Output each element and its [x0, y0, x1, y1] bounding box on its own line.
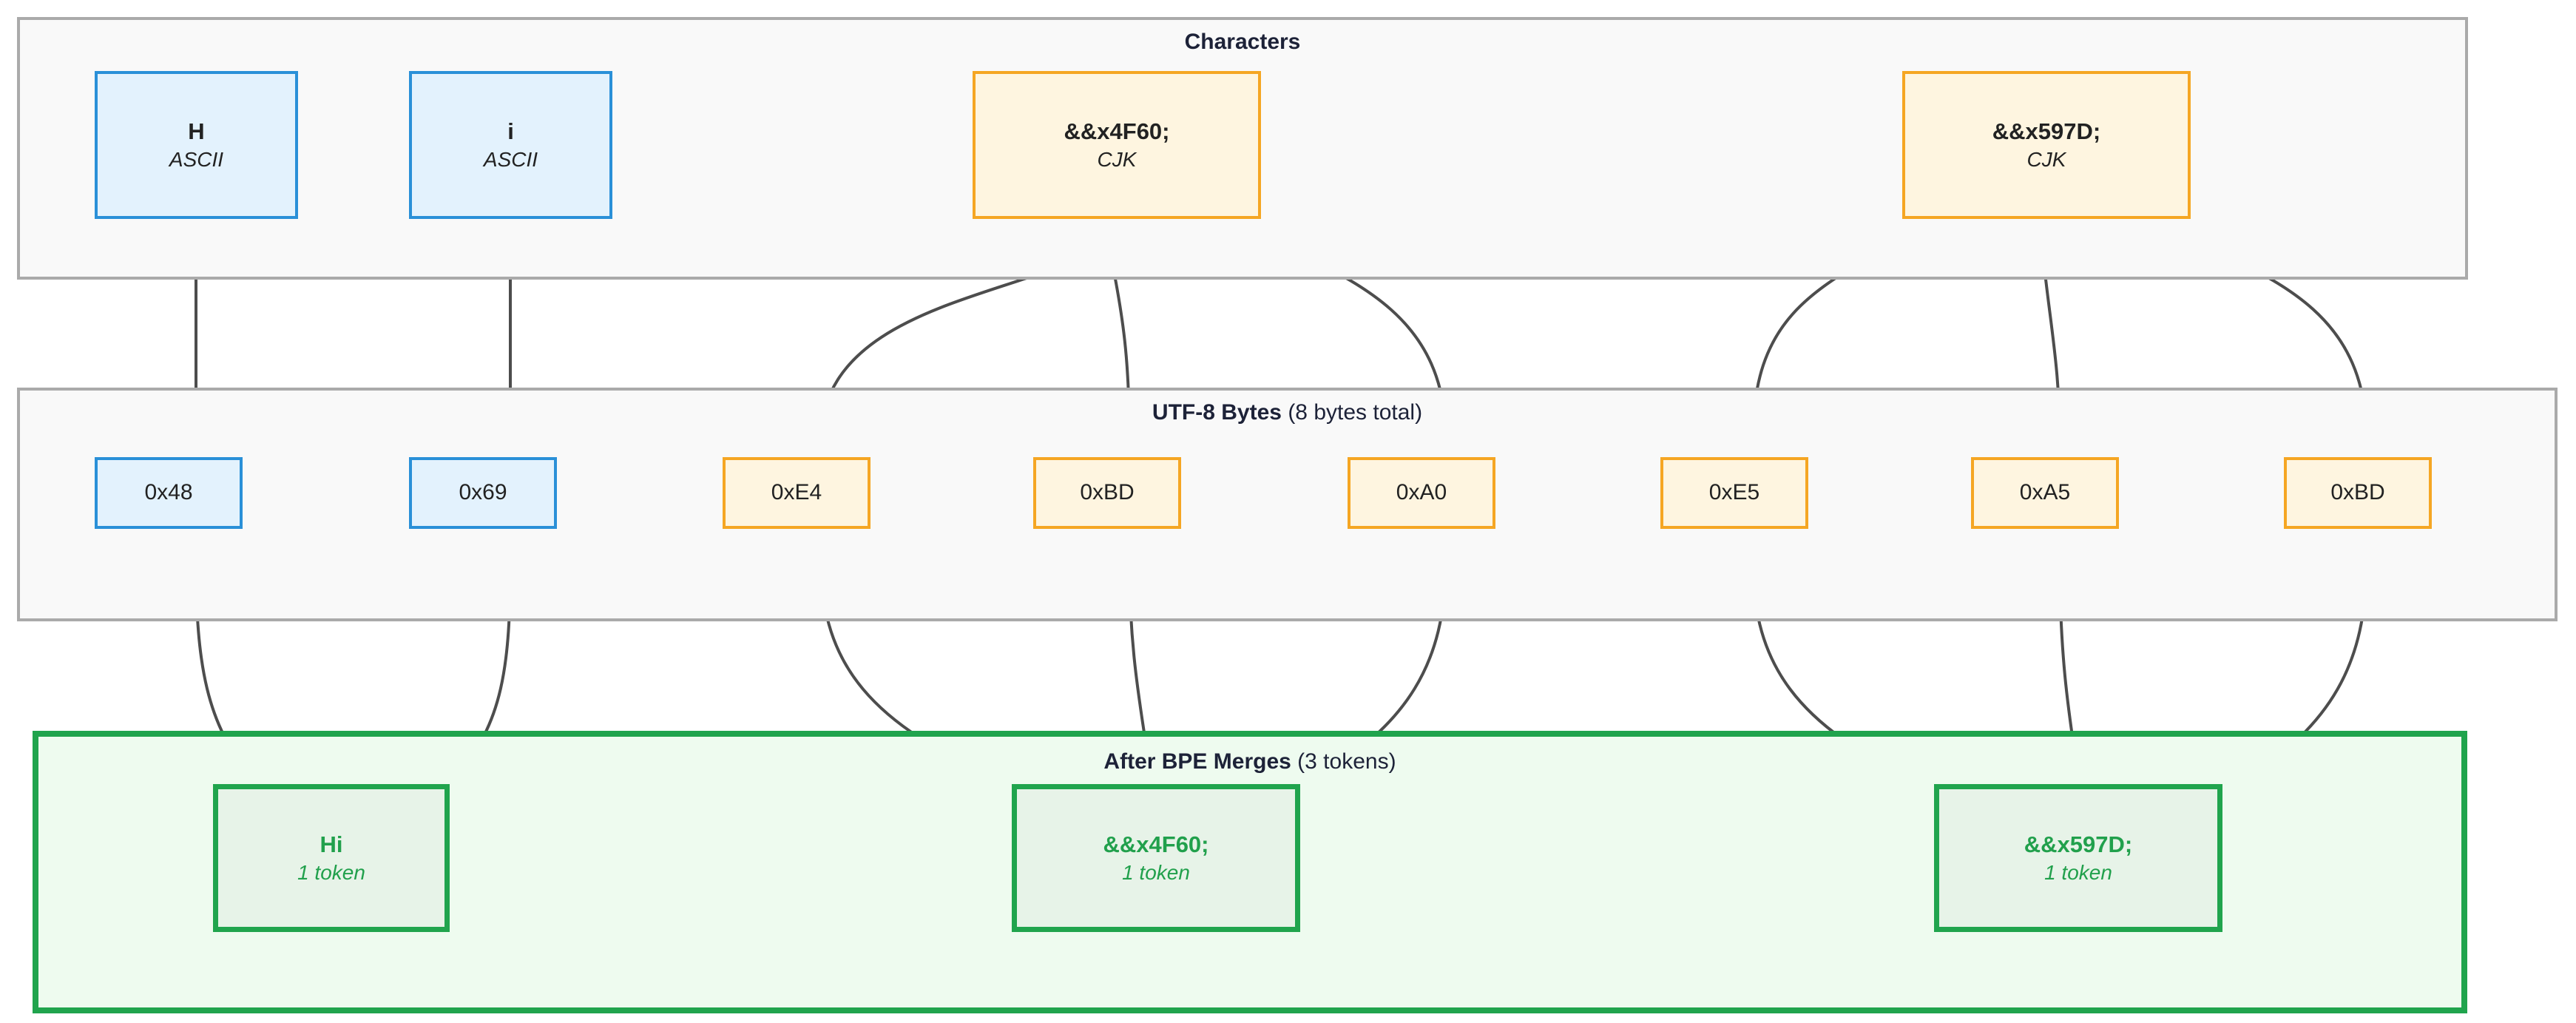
group-bytes-title-text: UTF-8 Bytes — [1152, 400, 1282, 425]
group-characters-title-text: Characters — [1184, 30, 1301, 54]
group-tokens-title: After BPE Merges (3 tokens) — [38, 749, 2461, 774]
byte-node-6-label: 0xA5 — [2019, 480, 2071, 505]
token-node-1-sublabel: 1 token — [1122, 860, 1190, 884]
char-node-1[interactable]: i ASCII — [409, 71, 612, 219]
token-node-2[interactable]: &&x597D; 1 token — [1934, 784, 2222, 932]
byte-node-5[interactable]: 0xE5 — [1660, 457, 1808, 529]
char-node-1-label: i — [507, 118, 514, 145]
char-node-3[interactable]: &&x597D; CJK — [1902, 71, 2191, 219]
byte-node-0-label: 0x48 — [144, 480, 193, 505]
byte-node-3[interactable]: 0xBD — [1033, 457, 1181, 529]
group-bytes: UTF-8 Bytes (8 bytes total) — [17, 388, 2558, 621]
group-characters-title: Characters — [20, 30, 2465, 55]
char-node-2[interactable]: &&x4F60; CJK — [973, 71, 1261, 219]
char-node-0-sublabel: ASCII — [169, 147, 224, 171]
token-node-0-sublabel: 1 token — [297, 860, 365, 884]
byte-node-1[interactable]: 0x69 — [409, 457, 557, 529]
byte-node-4[interactable]: 0xA0 — [1348, 457, 1495, 529]
char-node-0[interactable]: H ASCII — [95, 71, 298, 219]
char-node-0-label: H — [188, 118, 205, 145]
token-node-2-label: &&x597D; — [2024, 831, 2133, 858]
group-tokens-subtitle-text: (3 tokens) — [1297, 749, 1396, 774]
token-node-1[interactable]: &&x4F60; 1 token — [1012, 784, 1300, 932]
byte-node-7-label: 0xBD — [2330, 480, 2385, 505]
byte-node-6[interactable]: 0xA5 — [1971, 457, 2119, 529]
byte-node-4-label: 0xA0 — [1396, 480, 1447, 505]
token-node-0-label: Hi — [320, 831, 343, 858]
char-node-3-sublabel: CJK — [2026, 147, 2066, 171]
group-tokens-title-text: After BPE Merges — [1103, 749, 1291, 774]
byte-node-3-label: 0xBD — [1080, 480, 1135, 505]
token-node-0[interactable]: Hi 1 token — [213, 784, 450, 932]
byte-node-1-label: 0x69 — [459, 480, 507, 505]
char-node-1-sublabel: ASCII — [483, 147, 538, 171]
group-bytes-title: UTF-8 Bytes (8 bytes total) — [20, 400, 2555, 425]
byte-node-2[interactable]: 0xE4 — [723, 457, 871, 529]
group-bytes-subtitle-text: (8 bytes total) — [1288, 400, 1423, 425]
byte-node-5-label: 0xE5 — [1708, 480, 1760, 505]
char-node-2-sublabel: CJK — [1097, 147, 1137, 171]
byte-node-2-label: 0xE4 — [771, 480, 822, 505]
token-node-2-sublabel: 1 token — [2044, 860, 2112, 884]
token-node-1-label: &&x4F60; — [1103, 831, 1209, 858]
byte-node-7[interactable]: 0xBD — [2284, 457, 2432, 529]
byte-node-0[interactable]: 0x48 — [95, 457, 243, 529]
char-node-2-label: &&x4F60; — [1064, 118, 1170, 145]
char-node-3-label: &&x597D; — [1992, 118, 2101, 145]
